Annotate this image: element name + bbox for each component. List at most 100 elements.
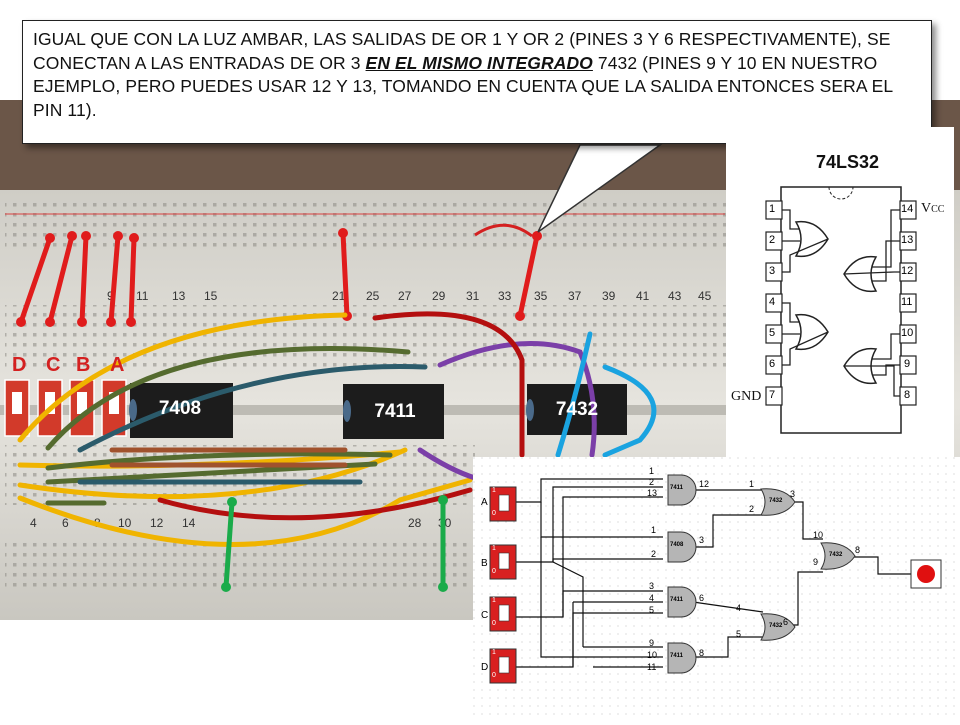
g1-pin-13: 13 [647,488,658,498]
g1-pin-2: 2 [649,477,655,487]
switch-label-c: C [46,354,61,376]
svg-text:15: 15 [204,289,218,303]
g3-pin-6: 6 [699,593,705,603]
svg-text:37: 37 [568,289,582,303]
svg-text:13: 13 [172,289,186,303]
switch-label-b: B [76,354,91,376]
input-label-b: B [481,558,488,569]
vcc-subscript: CC [931,204,945,215]
switch-b-bit-1: 1 [492,545,496,552]
svg-text:35: 35 [534,289,548,303]
svg-text:45: 45 [698,289,712,303]
svg-text:31: 31 [466,289,480,303]
callout-emphasis: EN EL MISMO INTEGRADO [365,52,593,73]
svg-text:9: 9 [107,289,114,303]
svg-text:21: 21 [332,289,346,303]
switch-b-bit-0: 0 [492,568,496,575]
pin-1: 1 [769,203,776,215]
g3-pin-5: 5 [649,605,655,615]
breadboard-top-numbers: 9 11 13 15 21 25 27 29 31 33 35 37 39 41 43 45 [107,289,712,303]
output-led [917,565,935,583]
logic-circuit-diagram: A B C D 1 0 1 0 1 0 1 0 7411 7408 7411 7… [473,457,960,720]
switch-d-bit-0: 0 [492,672,496,679]
pin-5: 5 [769,327,776,339]
svg-text:11: 11 [136,289,149,303]
g2-pin-3: 3 [699,535,705,545]
pin-6: 6 [769,358,776,370]
pin-10: 10 [901,327,914,339]
pin-4: 4 [769,296,776,308]
g2-pin-1: 1 [651,525,657,535]
svg-text:12: 12 [150,516,164,530]
pin-11: 11 [901,296,913,308]
switch-a-bit-0: 0 [492,510,496,517]
or-2-label: 7432 [769,623,783,629]
input-label-c: C [481,610,489,621]
input-label-a: A [481,497,488,508]
g2-pin-2: 2 [651,549,657,559]
or2-pin-6: 6 [783,617,789,627]
input-label-d: D [481,662,489,673]
or-3-label: 7432 [829,552,843,558]
svg-text:29: 29 [432,289,446,303]
switch-c-bit-0: 0 [492,620,496,627]
chip-7408-label: 7408 [158,398,202,419]
svg-text:14: 14 [182,516,196,530]
pin-13: 13 [901,234,914,246]
or1-pin-2: 2 [749,504,755,514]
g1-pin-12: 12 [699,479,710,489]
pin-2: 2 [769,234,776,246]
chip-7411 [343,384,444,439]
g3-pin-4: 4 [649,593,655,603]
or3-pin-9: 9 [813,557,819,567]
g4-pin-8: 8 [699,648,705,658]
g4-pin-11: 11 [647,662,657,672]
svg-text:43: 43 [668,289,682,303]
svg-text:33: 33 [498,289,512,303]
pin-7: 7 [769,389,776,401]
g3-pin-3: 3 [649,581,655,591]
svg-text:25: 25 [366,289,380,303]
switch-c-bit-1: 1 [492,597,496,604]
vcc-label: V [921,201,932,216]
or2-pin-4: 4 [736,603,742,613]
or3-pin-8: 8 [855,545,861,555]
gate-3-label: 7411 [670,597,684,603]
g1-pin-1: 1 [649,466,655,476]
gate-4-label: 7411 [670,653,684,659]
svg-text:28: 28 [408,516,422,530]
callout-text-start: IGUAL QUE CON LA LUZ AMBAR, LAS SALIDAS … [33,29,891,73]
callout-text-box: IGUAL QUE CON LA LUZ AMBAR, LAS SALIDAS … [22,20,932,144]
svg-text:39: 39 [602,289,616,303]
pin-14: 14 [901,203,914,215]
gnd-label: GND [731,389,762,404]
pin-9: 9 [904,358,911,370]
pinout-diagram: 74LS32 VCC GND 1 2 3 4 5 6 7 14 13 12 11… [726,127,954,457]
gate-1-label: 7411 [670,485,684,491]
or1-pin-1: 1 [749,479,755,489]
circuit-switches [489,486,517,684]
or2-pin-5: 5 [736,629,742,639]
switch-label-d: D [12,354,27,376]
switch-d-bit-1: 1 [492,649,496,656]
callout-text-end: 7432 (PINES 9 Y 10 EN NUESTRO EJEMPLO, P… [33,52,893,120]
svg-text:27: 27 [398,289,412,303]
gate-2-label: 7408 [670,542,684,548]
pin-3: 3 [769,265,776,277]
g4-pin-10: 10 [647,650,658,660]
svg-text:10: 10 [118,516,132,530]
svg-text:4: 4 [30,516,37,530]
chip-7411-label: 7411 [374,401,416,422]
g4-pin-9: 9 [649,638,655,648]
svg-text:41: 41 [636,289,650,303]
pin-8: 8 [904,389,911,401]
or-1-label: 7432 [769,498,783,504]
svg-text:6: 6 [62,516,69,530]
switch-a-bit-1: 1 [492,487,496,494]
chip-7432-label: 7432 [555,399,599,420]
pinout-title: 74LS32 [816,152,880,172]
or1-pin-3: 3 [790,489,796,499]
pin-12: 12 [901,265,914,277]
or3-pin-10: 10 [813,530,824,540]
switch-label-a: A [110,354,125,376]
